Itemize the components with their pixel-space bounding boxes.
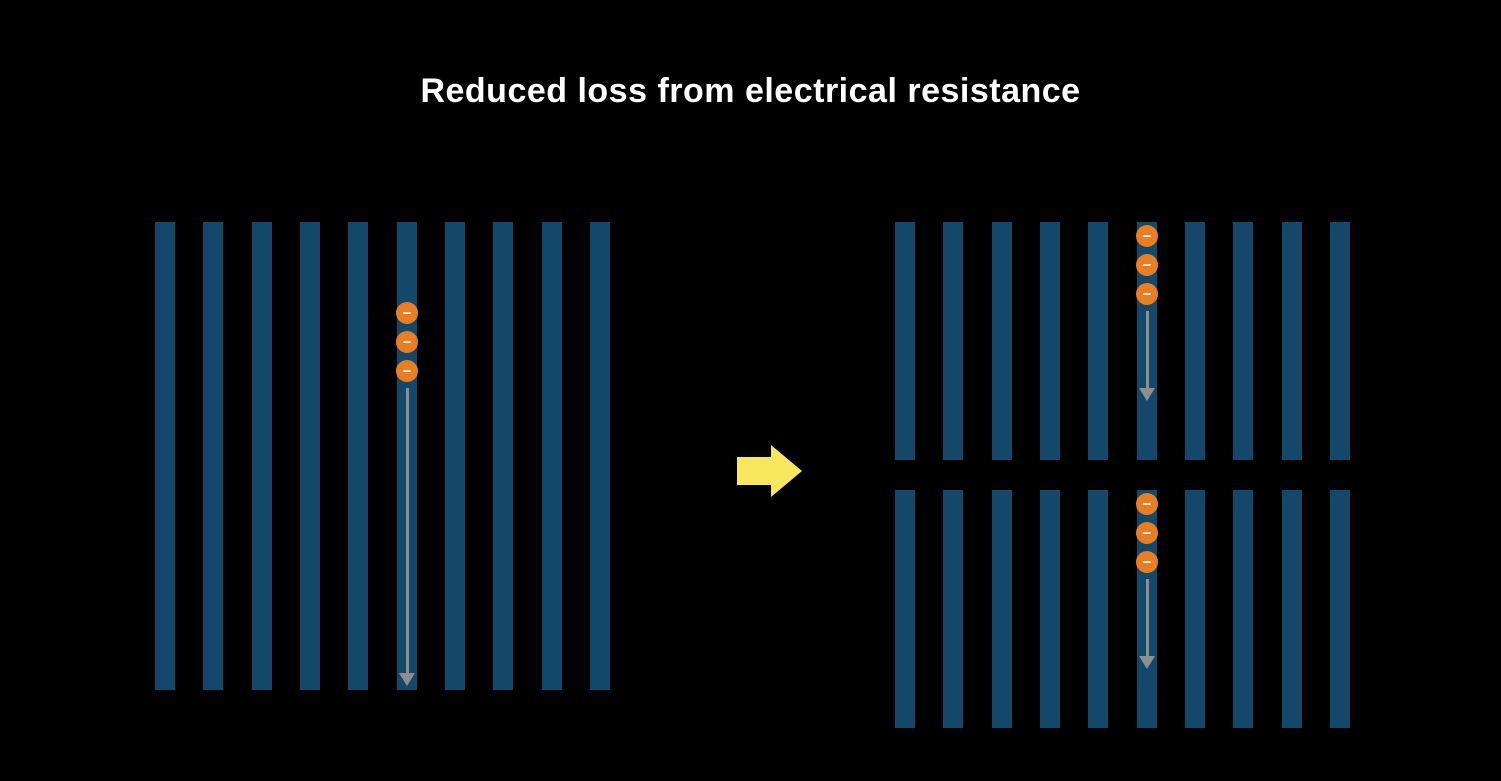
electron-flow-path: − − − (1136, 225, 1158, 401)
cell-finger-bar (251, 222, 272, 690)
cell-finger-bar (299, 222, 320, 690)
down-arrowhead-icon (1139, 656, 1155, 669)
cell-finger-bar (1233, 490, 1254, 728)
electron-icon: − (396, 302, 418, 324)
cell-finger-bar (155, 222, 175, 690)
cell-finger-bar (1281, 222, 1302, 460)
busbar-group (895, 222, 1350, 460)
cell-finger-bar (541, 222, 562, 690)
current-path-line (405, 388, 409, 673)
cell-finger-bar (991, 490, 1012, 728)
cell-finger-bar (1281, 490, 1302, 728)
diagram-title: Reduced loss from electrical resistance (420, 72, 1081, 110)
down-arrowhead-icon (1139, 388, 1155, 401)
electron-flow-path: − − − (1136, 493, 1158, 669)
right-arrow-shaft (737, 457, 771, 485)
electron-icon: − (1136, 225, 1158, 247)
electron-icon: − (1136, 283, 1158, 305)
right-arrow-head (771, 445, 802, 497)
electron-icon: − (1136, 551, 1158, 573)
cell-finger-bar (991, 222, 1012, 460)
cell-finger-bar (895, 222, 915, 460)
electron-group: − − − (396, 302, 418, 382)
cell-finger-bar (444, 222, 465, 690)
cell-finger-bar (943, 490, 964, 728)
cell-finger-bar (943, 222, 964, 460)
cell-finger-bar (895, 490, 915, 728)
electron-icon: − (396, 360, 418, 382)
busbar-group (895, 490, 1350, 728)
cell-finger-bar (1184, 490, 1205, 728)
electron-icon: − (396, 331, 418, 353)
busbar-group (155, 222, 610, 690)
electron-flow-path: − − − (396, 302, 418, 686)
cell-finger-bar (1329, 222, 1350, 460)
current-path-line (1145, 579, 1149, 656)
cell-finger-bar (203, 222, 224, 690)
cell-finger-bar (493, 222, 514, 690)
cell-finger-bar (1039, 490, 1060, 728)
down-arrowhead-icon (399, 673, 415, 686)
cell-finger-bar (1088, 222, 1109, 460)
cell-finger-bar (1088, 490, 1109, 728)
electron-icon: − (1136, 254, 1158, 276)
current-path-line (1145, 311, 1149, 388)
half-cell-top-diagram: − − − (895, 222, 1350, 460)
cell-finger-bar (1184, 222, 1205, 460)
cell-finger-bar (348, 222, 369, 690)
cell-finger-bar (589, 222, 610, 690)
cell-finger-bar (1039, 222, 1060, 460)
electron-group: − − − (1136, 493, 1158, 573)
electron-group: − − − (1136, 225, 1158, 305)
cell-finger-bar (1233, 222, 1254, 460)
half-cell-bottom-diagram: − − − (895, 490, 1350, 728)
right-arrow-icon (737, 445, 802, 497)
electron-icon: − (1136, 493, 1158, 515)
cell-finger-bar (1329, 490, 1350, 728)
electron-icon: − (1136, 522, 1158, 544)
full-cell-diagram: − − − (155, 222, 610, 690)
